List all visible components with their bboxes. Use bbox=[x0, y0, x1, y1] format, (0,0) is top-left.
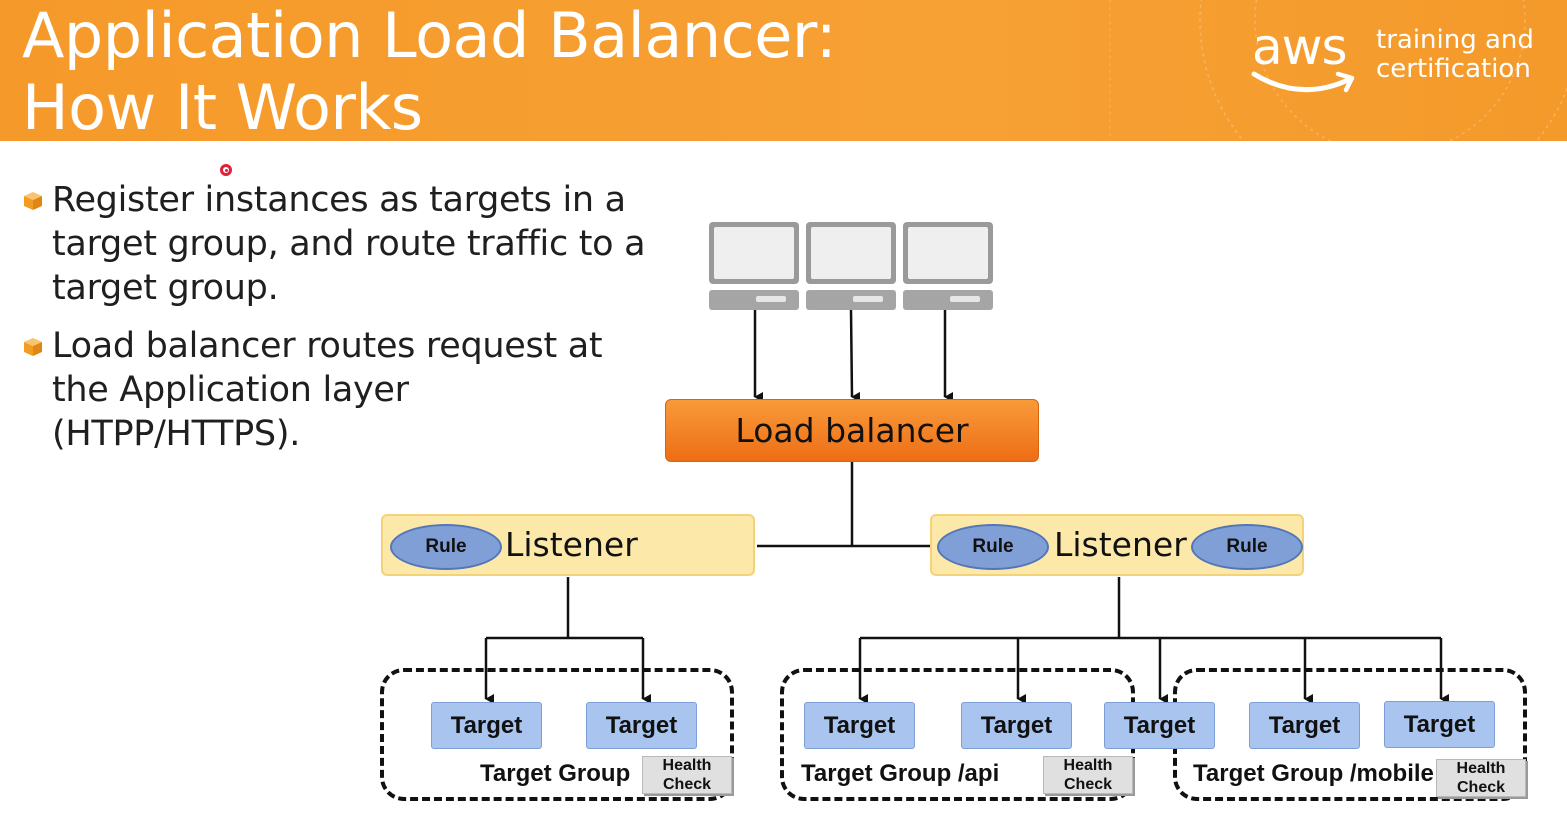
load-balancer-box: Load balancer bbox=[665, 399, 1039, 462]
bullet-text: Register instances as targets in a targe… bbox=[52, 178, 672, 310]
target-group-label: Target Group /api bbox=[801, 760, 1000, 787]
target-box: Target bbox=[586, 702, 697, 749]
logo-tag-line-2: certification bbox=[1376, 54, 1531, 84]
health-check-box: Health Check bbox=[1043, 756, 1133, 794]
aws-logo-word: aws bbox=[1252, 18, 1348, 76]
health-check-line: Check bbox=[1063, 776, 1113, 793]
target-box: Target bbox=[961, 702, 1072, 749]
aws-logo-tagline: training and certification bbox=[1376, 26, 1534, 84]
listener-left: Rule Listener bbox=[381, 514, 755, 576]
cube-bullet-icon bbox=[24, 338, 42, 356]
bullet-line: Load balancer routes request at bbox=[52, 326, 603, 366]
health-check-line: Check bbox=[662, 776, 712, 793]
health-check-line: Check bbox=[1456, 779, 1506, 796]
cube-bullet-icon bbox=[24, 192, 42, 210]
laptop-icon bbox=[806, 222, 896, 310]
slide-title: Application Load Balancer: How It Works bbox=[22, 0, 837, 142]
health-check-line: Health bbox=[1456, 760, 1506, 777]
bullet-list: Register instances as targets in a targe… bbox=[22, 178, 672, 470]
target-group-label: Target Group /mobile bbox=[1193, 760, 1434, 787]
health-check-line: Health bbox=[1063, 757, 1113, 774]
health-check-box: Health Check bbox=[1436, 759, 1526, 797]
bullet-line: target group, and route traffic to a bbox=[52, 224, 646, 264]
listener-label: Listener bbox=[1054, 525, 1187, 564]
target-group-default bbox=[380, 668, 734, 801]
listener-right: Rule Listener Rule bbox=[930, 514, 1304, 576]
health-check-box: Health Check bbox=[642, 756, 732, 794]
bullet-item: Load balancer routes request at the Appl… bbox=[22, 324, 672, 456]
aws-training-logo: aws training and certification bbox=[1248, 18, 1548, 104]
rule-ellipse: Rule bbox=[1191, 524, 1303, 570]
laptop-icon bbox=[903, 222, 993, 310]
bullet-line: Register instances as targets in a bbox=[52, 180, 626, 220]
rule-ellipse: Rule bbox=[937, 524, 1049, 570]
slide-header: Application Load Balancer: How It Works … bbox=[0, 0, 1567, 141]
bullet-line: (HTPP/HTTPS). bbox=[52, 414, 301, 454]
target-box: Target bbox=[1104, 702, 1215, 749]
bullet-line: target group. bbox=[52, 268, 279, 308]
slide-title-line-2: How It Works bbox=[22, 71, 423, 142]
target-box: Target bbox=[1384, 701, 1495, 748]
target-group-label: Target Group bbox=[480, 760, 631, 787]
bullet-line: the Application layer bbox=[52, 370, 409, 410]
health-check-line: Health bbox=[662, 757, 712, 774]
bullet-item: Register instances as targets in a targe… bbox=[22, 178, 672, 310]
header-decoration bbox=[1109, 0, 1567, 141]
slide-title-line-1: Application Load Balancer: bbox=[22, 0, 837, 72]
pointer-cursor-icon bbox=[220, 164, 232, 176]
rule-ellipse: Rule bbox=[390, 524, 502, 570]
target-box: Target bbox=[431, 702, 542, 749]
bullet-text: Load balancer routes request at the Appl… bbox=[52, 324, 672, 456]
target-box: Target bbox=[1249, 702, 1360, 749]
logo-tag-line-1: training and bbox=[1376, 25, 1534, 55]
laptop-icon bbox=[709, 222, 799, 310]
aws-smile-icon bbox=[1251, 71, 1355, 93]
listener-label: Listener bbox=[505, 525, 638, 564]
target-box: Target bbox=[804, 702, 915, 749]
